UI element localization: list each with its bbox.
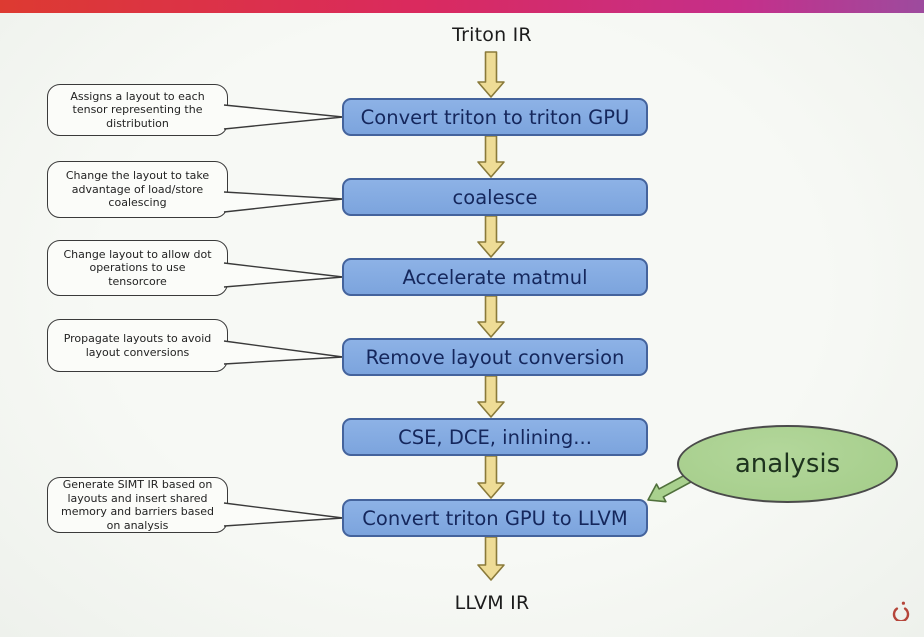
callout-line: tensor representing the	[72, 103, 203, 117]
callout-tail	[223, 340, 344, 365]
callout-line: memory and barriers based	[60, 505, 214, 518]
down-arrow	[477, 536, 505, 581]
down-arrow	[477, 51, 505, 98]
analysis-label: analysis	[734, 449, 841, 479]
down-arrow	[477, 215, 505, 258]
callout-tail	[223, 104, 344, 130]
flow-box-cse-dce-inlining: CSE, DCE, inlining...	[342, 418, 648, 456]
callout-line: tensorcore	[108, 274, 167, 288]
callout-propagate-layouts: Propagate layouts to avoid layout conver…	[47, 319, 228, 372]
flow-box-coalesce: coalesce	[342, 178, 648, 216]
analysis-ellipse: analysis	[677, 425, 898, 503]
callout-line: Change the layout to take	[65, 169, 210, 183]
flow-box-convert-triton-gpu-to-llvm: Convert triton GPU to LLVM	[342, 499, 648, 537]
callout-line: distribution	[106, 116, 169, 130]
top-gradient-bar	[0, 0, 924, 13]
callout-line: Change layout to allow dot	[63, 247, 212, 261]
callout-assign-layout: Assigns a layout to each tensor represen…	[47, 84, 228, 136]
down-arrow	[477, 375, 505, 418]
callout-line: Propagate layouts to avoid	[63, 332, 212, 345]
callout-line: layout conversions	[85, 345, 190, 359]
callout-generate-simt: Generate SIMT IR based on layouts and in…	[47, 477, 228, 533]
callout-line: coalescing	[108, 196, 167, 210]
callout-tail	[223, 262, 344, 288]
flow-box-remove-layout-conversion: Remove layout conversion	[342, 338, 648, 376]
callout-tail	[223, 191, 344, 213]
callout-tensorcore: Change layout to allow dot operations to…	[47, 240, 228, 296]
callout-coalescing: Change the layout to take advantage of l…	[47, 161, 228, 218]
callout-line: advantage of load/store	[71, 182, 204, 196]
callout-tail	[223, 502, 344, 527]
callout-line: layouts and insert shared	[67, 491, 208, 505]
callout-line: operations to use	[89, 261, 186, 275]
callout-line: Assigns a layout to each	[70, 89, 205, 103]
down-arrow	[477, 295, 505, 338]
label-triton-ir: Triton IR	[452, 24, 532, 46]
pytorch-logo-icon	[892, 601, 910, 621]
down-arrow	[477, 455, 505, 499]
callout-line: on analysis	[106, 518, 169, 532]
flow-box-accelerate-matmul: Accelerate matmul	[342, 258, 648, 296]
callout-line: Generate SIMT IR based on	[62, 478, 213, 491]
flow-box-convert-triton-to-triton-gpu: Convert triton to triton GPU	[342, 98, 648, 136]
label-llvm-ir: LLVM IR	[454, 592, 530, 614]
down-arrow	[477, 135, 505, 178]
